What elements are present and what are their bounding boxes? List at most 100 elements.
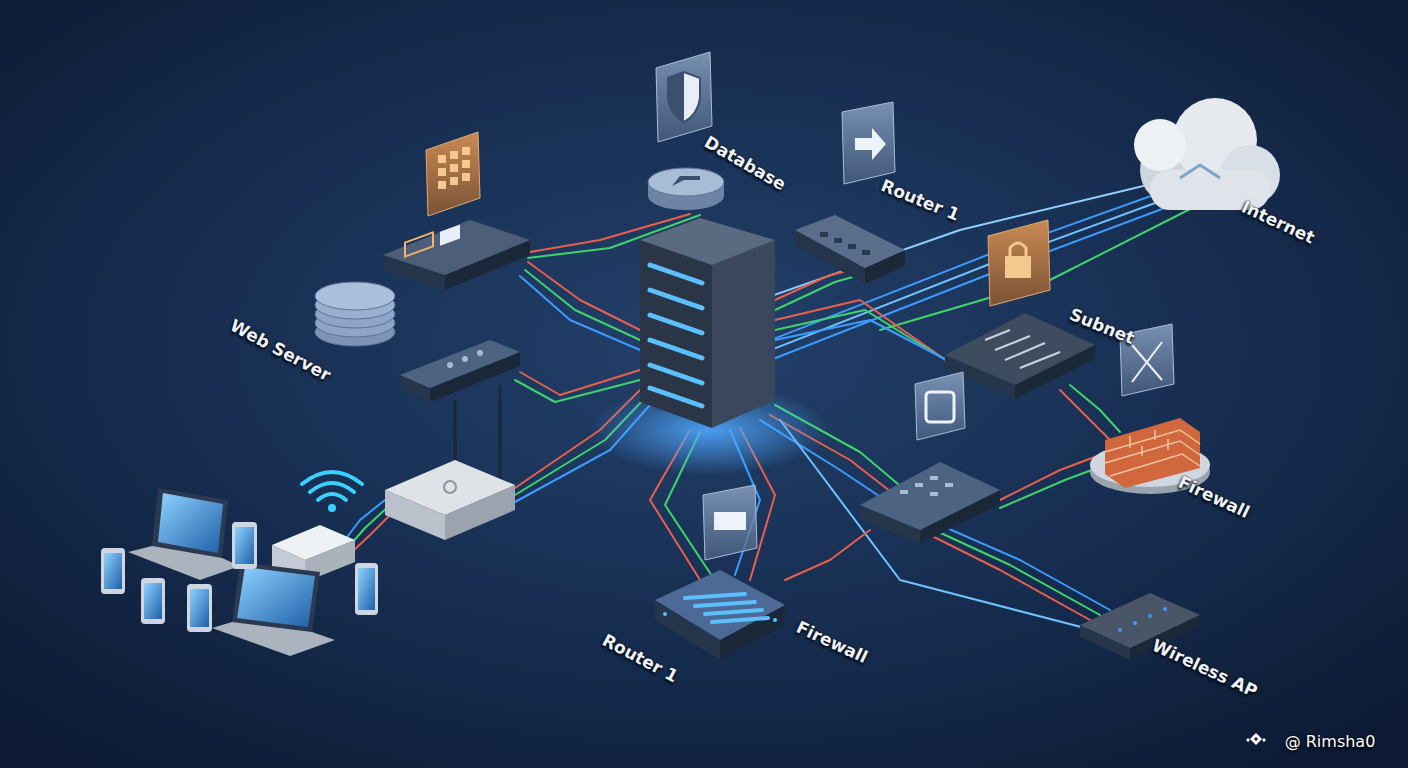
small-switch-part (447, 350, 483, 368)
home-router-part (385, 460, 515, 515)
device-label: Web Server (226, 315, 333, 385)
web-server-box-part (440, 225, 460, 246)
firewall-bricks-part-part (1105, 441, 1200, 463)
web-panel-card-part (426, 132, 480, 216)
small-switch-part (454, 400, 457, 470)
wireless-ap-part (1080, 593, 1200, 648)
client-devices-part (232, 522, 257, 569)
lock-card-part (1010, 243, 1026, 256)
small-switch-part (400, 340, 520, 388)
shield-card-part (668, 72, 684, 122)
client-devices-part (141, 578, 165, 624)
client-devices-part (190, 589, 209, 627)
web-panel-card-part-part (462, 160, 470, 168)
lock-card (988, 220, 1050, 306)
web-server-box-part (383, 220, 530, 275)
firewall-bricks-part-part (1129, 436, 1131, 448)
wires-part (780, 420, 1085, 628)
web-panel-card-part-part (462, 147, 470, 155)
firewall-bricks-part-part (1167, 439, 1169, 450)
router-switch-top-part (820, 232, 870, 255)
firewall-bricks-part (1105, 430, 1200, 476)
client-devices-part (358, 568, 375, 610)
center-switch-part-part (930, 492, 938, 496)
router-switch-top-part-part (848, 244, 856, 249)
client-devices-part (158, 493, 223, 553)
client-devices-part (355, 563, 378, 615)
client-devices-part (187, 584, 212, 632)
wires-part (520, 370, 640, 395)
router-firewall-device-part (773, 618, 777, 622)
watermark: @ Rimsha0 (1285, 732, 1376, 751)
router-firewall-device-part-part (685, 594, 745, 598)
router-firewall-device-part-part (695, 602, 755, 606)
watermark-logo-part (1250, 733, 1262, 745)
wires-part (1000, 465, 1105, 508)
server-tower (640, 218, 775, 428)
server-tower-part (650, 265, 702, 406)
cloud-part (1180, 165, 1220, 178)
client-devices-part (232, 562, 320, 632)
device-label: Router 1 (878, 175, 962, 225)
web-panel-card-part (438, 147, 470, 189)
subnet-switch-part-part (985, 330, 1010, 340)
web-panel-card-part-part (438, 155, 446, 163)
center-switch-part (900, 476, 953, 496)
router-firewall-device-part (685, 594, 768, 622)
router-firewall-device-part-part (712, 618, 768, 622)
wires-part (528, 262, 640, 330)
device-label: Database (701, 132, 789, 195)
center-switch-part (860, 462, 1000, 530)
watermark-logo-part (1246, 738, 1250, 742)
device-label: Wireless AP (1149, 635, 1260, 701)
center-switch-part-part (945, 483, 953, 487)
router-switch-top-part-part (862, 250, 870, 255)
wifi-device-part (302, 472, 362, 500)
router-arrow-card-part (842, 102, 895, 184)
center-switch-part-part (900, 490, 908, 494)
router-arrow-card-part (855, 128, 886, 160)
server-tower-part-part (650, 340, 702, 358)
router-switch-top-part-part (834, 238, 842, 243)
wifi-device-part (328, 504, 336, 512)
bottom-icon-card-part (703, 485, 757, 560)
router-switch-top-part (795, 215, 905, 268)
bottom-icon-card (703, 485, 757, 560)
router-firewall-device (655, 570, 785, 660)
web-panel-card-part-part (450, 177, 458, 185)
shield-card-part (656, 52, 712, 142)
device-label: Firewall (793, 617, 871, 667)
wires-part (1070, 385, 1120, 432)
cloud (1134, 98, 1280, 210)
firewall-bricks-part-part (1154, 430, 1156, 440)
server-tower-part-part (650, 388, 702, 406)
center-icon-card-part (926, 392, 954, 422)
wifi-device-part-part (302, 472, 362, 484)
wires-part (520, 276, 640, 350)
client-devices-part (152, 488, 228, 558)
center-icon-card (915, 372, 965, 440)
subnet-switch-part (985, 330, 1060, 368)
wireless-ap-part-part (1163, 607, 1167, 611)
web-server-box-part (405, 232, 433, 256)
small-switch-part-part (447, 362, 453, 368)
watermark-logo-part (1254, 737, 1258, 741)
server-tower-part-part (650, 315, 702, 333)
web-panel-card-part-part (462, 173, 470, 181)
database-puck-part (672, 176, 700, 186)
wifi-device (272, 472, 362, 582)
home-router-part (444, 481, 456, 493)
wires-part (350, 505, 390, 545)
wires-part (345, 500, 385, 540)
wires-part (525, 270, 640, 340)
bottom-icon-card-part (714, 512, 746, 530)
wires-part (930, 528, 1100, 615)
disk-stack (315, 282, 395, 346)
wires-part (775, 310, 970, 375)
server-tower-part-part (650, 365, 702, 383)
web-server-box (383, 220, 530, 290)
small-switch-part-part (462, 356, 468, 362)
wireless-ap-part-part (1148, 614, 1152, 618)
web-panel-card-part-part (438, 168, 446, 176)
